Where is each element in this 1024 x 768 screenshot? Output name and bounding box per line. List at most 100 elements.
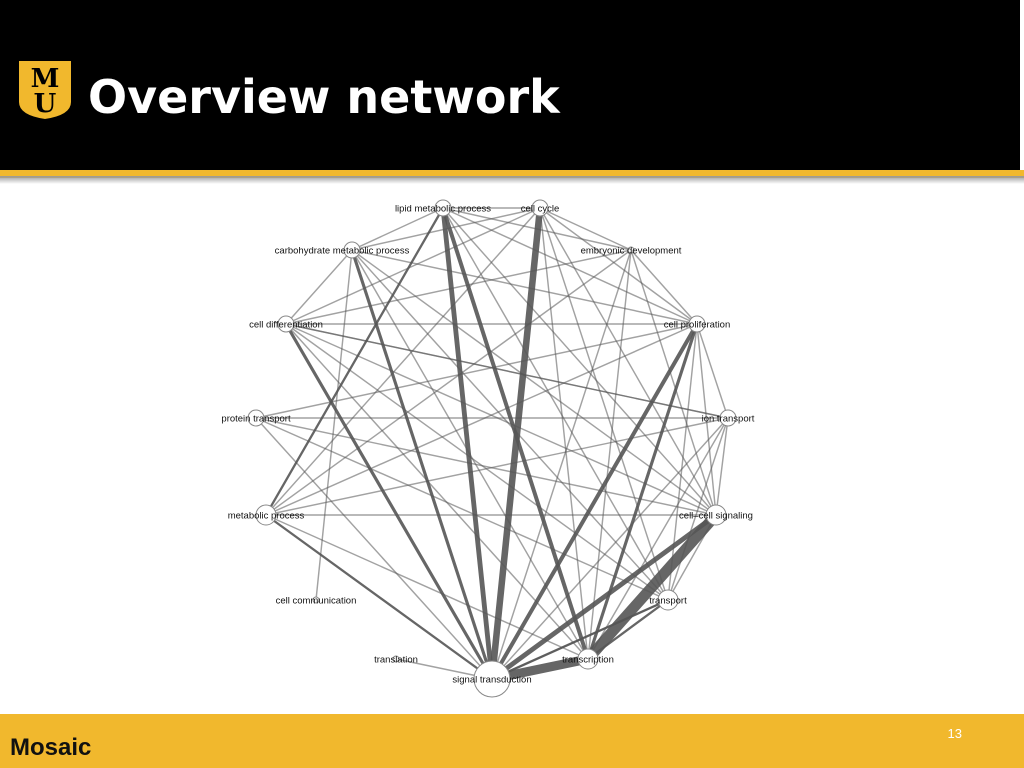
node-lipid[interactable]	[434, 199, 452, 217]
logo-shield	[17, 59, 73, 122]
edge-metab-cellcycle	[265, 207, 541, 516]
edge-protein-prolif	[255, 323, 698, 419]
header-rule-shadow	[0, 176, 1024, 184]
edge-transcription-lipid	[441, 206, 590, 661]
edge-comm-carb	[315, 249, 353, 601]
node-ion[interactable]	[719, 409, 737, 427]
edge-transcription-signaling	[582, 509, 722, 665]
edge-transcription-metab	[265, 514, 589, 660]
edge-signal-lipid	[440, 205, 495, 682]
node-label-metab: metabolic process	[228, 511, 305, 522]
node-label-ion: ion transport	[702, 414, 755, 425]
edge-signal-metab	[264, 513, 494, 681]
node-metab[interactable]	[255, 504, 277, 526]
node-label-signal: signal transduction	[452, 675, 531, 686]
edge-signal-cellcycle	[488, 204, 544, 683]
node-transport[interactable]	[657, 589, 679, 611]
edge-metab-ion	[265, 417, 729, 516]
node-cellcycle[interactable]	[531, 199, 549, 217]
node-label-lipid: lipid metabolic process	[395, 204, 491, 215]
footer-wordmark: Mosaic	[10, 734, 92, 761]
network-svg: lipid metabolic process cell cycle carbohy…	[221, 199, 755, 698]
edge-prolif-transport	[667, 323, 698, 601]
node-embryo[interactable]	[627, 246, 635, 254]
title-bar: M U Overview network	[0, 0, 1020, 170]
edge-signaling-ion	[715, 417, 729, 516]
node-label-diff: cell differentiation	[249, 320, 323, 331]
node-diff[interactable]	[277, 315, 295, 333]
edge-cellcycle-prolif	[539, 207, 698, 325]
edge-lipid-prolif	[442, 207, 698, 325]
labels-layer: lipid metabolic process cell cycle carbohy…	[221, 204, 754, 686]
node-label-signaling: cell–cell signaling	[679, 511, 753, 522]
edge-signal-protein	[255, 417, 493, 680]
edge-ion-transport	[667, 417, 729, 601]
edge-diff-signaling	[285, 323, 717, 516]
edge-protein-signaling	[255, 417, 717, 516]
edge-cellcycle-diff	[285, 207, 541, 325]
edge-signal-signaling	[489, 512, 719, 682]
edge-transport-transcription	[586, 598, 670, 661]
node-prolif[interactable]	[688, 315, 706, 333]
node-label-embryo: embryonic development	[581, 246, 682, 257]
edge-lipid-embryo	[442, 207, 632, 251]
logo-letter-m: M	[31, 64, 60, 94]
edge-carb-transport	[351, 249, 669, 601]
edge-cellcycle-transport	[539, 207, 669, 601]
edge-lipid-transport	[442, 207, 669, 601]
edge-signal-prolif	[490, 322, 699, 681]
edge-cellcycle-carb	[351, 207, 541, 251]
node-label-prolif: cell proliferation	[664, 320, 731, 331]
nodes-layer	[247, 199, 737, 698]
edge-signal-carb	[350, 248, 494, 681]
mizzou-logo: M U	[17, 59, 73, 122]
edge-embryo-signaling	[630, 249, 717, 516]
slide-title: Overview network	[88, 70, 560, 124]
edge-lipid-signaling	[442, 207, 717, 516]
edge-transcription-cellcycle	[539, 207, 589, 660]
edge-ion-diff	[285, 323, 729, 419]
edge-signaling-transport	[667, 514, 717, 601]
node-label-carb: carbohydrate metabolic process	[275, 246, 410, 257]
edge-signal-ion	[491, 417, 729, 680]
node-signaling[interactable]	[705, 504, 727, 526]
node-signal[interactable]	[473, 660, 511, 698]
edge-cellcycle-embryo	[539, 207, 632, 251]
edge-metab-prolif	[265, 323, 698, 516]
node-comm[interactable]	[312, 596, 320, 604]
edge-protein-transport	[255, 417, 669, 601]
node-label-protein: protein transport	[221, 414, 291, 425]
edge-transcription-ion	[587, 417, 729, 660]
node-label-transcription: transcription	[562, 655, 614, 666]
edge-transcription-carb	[351, 249, 589, 660]
node-label-cellcycle: cell cycle	[521, 204, 560, 215]
edges-layer	[255, 204, 729, 684]
edge-metab-lipid	[264, 206, 445, 517]
node-translation[interactable]	[392, 655, 400, 663]
edge-carb-signaling	[351, 249, 717, 516]
node-transcription[interactable]	[577, 648, 599, 670]
edge-transcription-diff	[285, 323, 589, 660]
edge-carb-prolif	[351, 249, 698, 325]
edge-embryo-metab	[265, 249, 632, 516]
footer-bar: Mosaic 13	[0, 714, 1024, 768]
edge-prolif-ion	[696, 323, 729, 419]
overview-network-diagram: lipid metabolic process cell cycle carbohy…	[210, 195, 770, 705]
logo-letter-u: U	[34, 89, 57, 119]
edge-prolif-signaling	[696, 323, 717, 516]
edge-lipid-carb	[351, 207, 444, 251]
node-carb[interactable]	[343, 241, 361, 259]
edge-embryo-diff	[285, 249, 632, 325]
edge-signal-embryo	[491, 249, 632, 680]
edge-transcription-prolif	[586, 322, 699, 661]
edge-carb-diff	[285, 249, 353, 325]
edge-cellcycle-signaling	[539, 207, 717, 516]
edge-embryo-prolif	[630, 249, 698, 325]
edge-transcription-embryo	[587, 249, 632, 660]
edge-signal-diff	[284, 322, 494, 681]
node-label-comm: cell communication	[276, 596, 357, 607]
node-protein[interactable]	[247, 409, 265, 427]
page-number: 13	[947, 726, 962, 741]
edge-diff-transport	[285, 323, 669, 601]
edge-signal-transport	[491, 599, 669, 680]
